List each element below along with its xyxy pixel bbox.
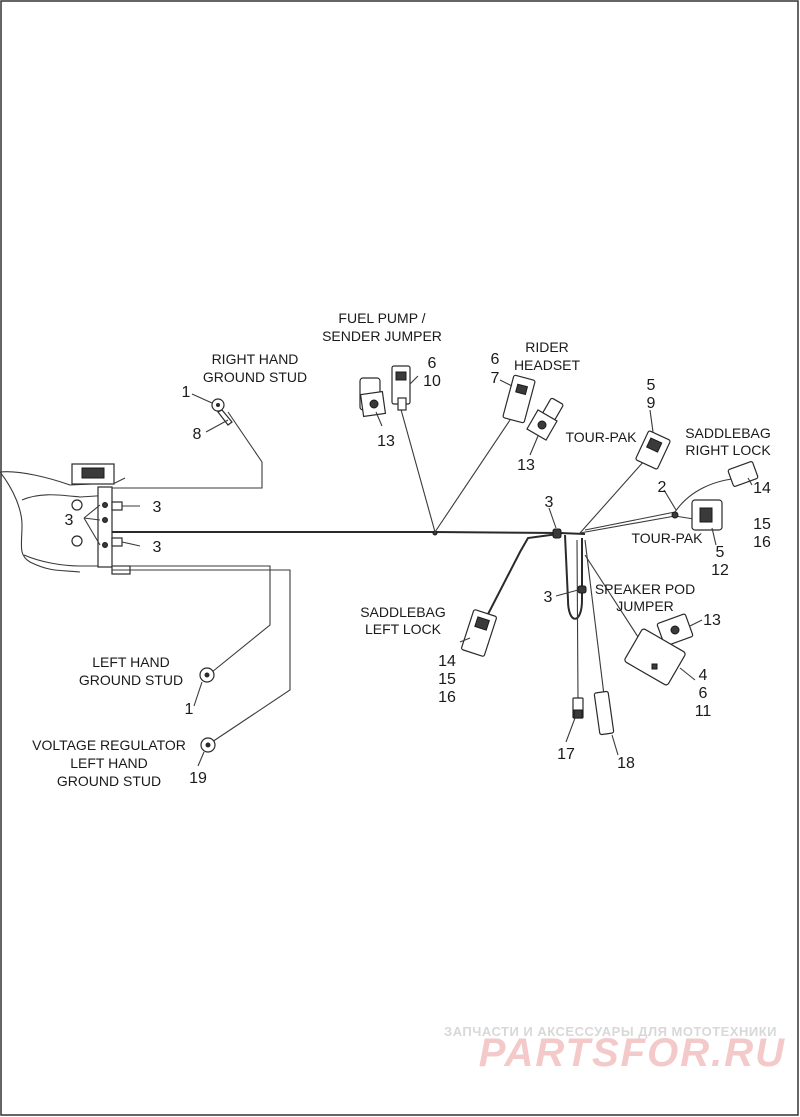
callout-3-upper: 3 xyxy=(153,499,162,516)
callout-5-right: 5 xyxy=(716,544,725,561)
saddlebag-right-lock-connector xyxy=(727,461,759,487)
callout-3-low: 3 xyxy=(544,589,553,606)
lh-ground-label-1: LEFT HAND xyxy=(92,654,170,670)
callout-15-right: 15 xyxy=(753,516,771,533)
tour-pak-connector-right xyxy=(691,499,723,531)
speaker-pod-connector xyxy=(624,628,686,686)
rh-ground-label-2: GROUND STUD xyxy=(203,369,307,385)
frame-bracket-slot xyxy=(81,467,105,479)
rider-label-1: RIDER xyxy=(525,339,569,355)
saddlebag-left-label-2: LEFT LOCK xyxy=(365,621,442,637)
callout-2: 2 xyxy=(658,479,667,496)
watermark: ЗАПЧАСТИ И АКСЕССУАРЫ ДЛЯ МОТОТЕХНИКИ PA… xyxy=(444,1024,786,1075)
callout-14-left: 14 xyxy=(438,653,456,670)
fuel-pump-holder xyxy=(359,377,387,418)
rider-label-2: HEADSET xyxy=(514,357,581,373)
connector-18 xyxy=(593,690,615,736)
leader-lines xyxy=(83,375,753,767)
callout-13-speaker: 13 xyxy=(703,612,721,629)
callout-3-lower: 3 xyxy=(153,539,162,556)
fuel-pump-connector xyxy=(391,365,411,411)
callout-7: 7 xyxy=(491,370,500,387)
frame-crossmember xyxy=(97,486,113,568)
saddlebag-right-label-2: RIGHT LOCK xyxy=(685,442,771,458)
tour-pak-connector-top xyxy=(635,430,671,470)
callout-18: 18 xyxy=(617,755,635,772)
saddlebag-left-lock-connector xyxy=(461,609,497,657)
callout-17: 17 xyxy=(557,746,575,763)
fuel-pump-label-2: SENDER JUMPER xyxy=(322,328,442,344)
callout-5-top: 5 xyxy=(647,377,656,394)
callout-16-right: 16 xyxy=(753,534,771,551)
speaker-label-2: JUMPER xyxy=(616,598,674,614)
lh-ground-label-2: GROUND STUD xyxy=(79,672,183,688)
vr-label-2: LEFT HAND xyxy=(70,755,148,771)
vr-label-3: GROUND STUD xyxy=(57,773,161,789)
frame-hole-upper xyxy=(71,499,83,511)
vr-label-1: VOLTAGE REGULATOR xyxy=(32,737,186,753)
callout-8: 8 xyxy=(193,426,202,443)
rider-headset-holder xyxy=(526,397,564,441)
ring-terminal-1-top xyxy=(211,398,233,426)
callout-14-right: 14 xyxy=(753,480,771,497)
watermark-tagline: ЗАПЧАСТИ И АКСЕССУАРЫ ДЛЯ МОТОТЕХНИКИ xyxy=(444,1024,777,1039)
callout-12: 12 xyxy=(711,562,729,579)
rh-ground-label-1: RIGHT HAND xyxy=(212,351,299,367)
clip-right-lower xyxy=(111,537,123,547)
callout-6-fuel: 6 xyxy=(428,355,437,372)
clip-3b xyxy=(102,517,108,523)
connector-17 xyxy=(572,697,584,719)
tour-pak-top-label: TOUR-PAK xyxy=(565,429,637,445)
callout-3-mid: 3 xyxy=(545,494,554,511)
callout-15-left: 15 xyxy=(438,671,456,688)
callout-19: 19 xyxy=(189,770,207,787)
callout-4: 4 xyxy=(699,667,708,684)
tour-pak-right-label: TOUR-PAK xyxy=(631,530,703,546)
clip-3-low xyxy=(577,585,587,594)
ring-terminal-1-left xyxy=(199,667,215,683)
callout-16-left: 16 xyxy=(438,689,456,706)
callout-1-left: 1 xyxy=(185,701,194,718)
callout-1-top: 1 xyxy=(182,384,191,401)
main-harness xyxy=(112,405,741,743)
callout-numbers: 1 8 6 10 13 6 7 13 5 9 2 14 15 16 5 12 3… xyxy=(65,351,771,787)
callout-10: 10 xyxy=(423,373,441,390)
frame-hole-lower xyxy=(71,535,83,547)
clip-3-mid xyxy=(552,528,562,539)
component-labels: FUEL PUMP / SENDER JUMPER RIDER HEADSET … xyxy=(32,310,771,789)
speaker-label-1: SPEAKER POD xyxy=(595,581,695,597)
clip-3c xyxy=(102,542,108,548)
callout-13-rider: 13 xyxy=(517,457,535,474)
saddlebag-left-label-1: SADDLEBAG xyxy=(360,604,446,620)
speaker-pod-holder xyxy=(656,613,694,647)
callout-9: 9 xyxy=(647,395,656,412)
ring-terminal-19 xyxy=(200,737,216,753)
clip-3a xyxy=(102,502,108,508)
fuel-pump-label-1: FUEL PUMP / xyxy=(338,310,425,326)
rider-headset-connector xyxy=(502,374,536,424)
clip-2 xyxy=(671,511,679,519)
clip-right-upper xyxy=(111,501,123,511)
saddlebag-right-label-1: SADDLEBAG xyxy=(685,425,771,441)
callout-6-speaker: 6 xyxy=(699,685,708,702)
callout-3-frame: 3 xyxy=(65,512,74,529)
callout-11: 11 xyxy=(695,703,712,720)
callout-13-fuel: 13 xyxy=(377,433,395,450)
callout-6-rider: 6 xyxy=(491,351,500,368)
watermark-logo: PARTSFOR.RU xyxy=(479,1031,786,1075)
